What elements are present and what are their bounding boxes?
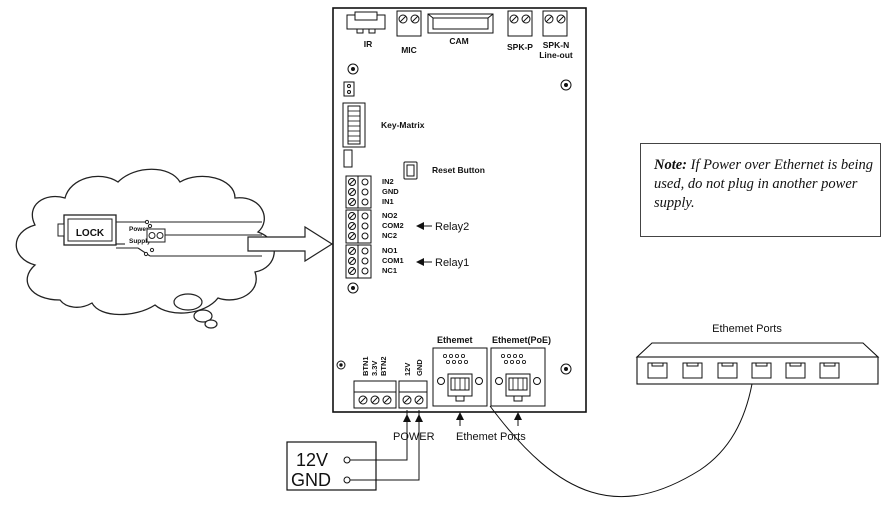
ethernet-port [432,347,488,407]
relay2-label: Relay2 [435,221,469,233]
controller-board: IR MIC CAM SPK-P SPK-N Li [332,7,587,413]
nc1-label: NC1 [382,266,397,275]
lock-cloud: LOCK Power Supply [15,168,275,329]
ir-label: IR [364,39,373,49]
ethernet-ports-annotation: Ethemet Ports [456,431,526,443]
relay1-label: Relay1 [435,257,469,269]
power-terminal [398,380,428,409]
v12-pin-label: 12V [403,363,412,376]
relay1-terminal [345,244,372,279]
switch-title: Ethemet Ports [712,323,782,335]
ethernet-poe-port [490,347,546,407]
key-matrix-label: Key-Matrix [381,120,425,130]
note-body: If Power over Ethernet is being used, do… [654,157,874,211]
input-terminal [345,175,372,209]
ethernet-label: Ethemet [437,335,473,345]
power-label: Power [129,226,149,233]
relay2-terminal [345,209,372,244]
lock-label: LOCK [76,228,105,239]
spk-p-terminal [507,10,533,37]
reset-button-part [403,161,418,180]
ethernet-switch [635,342,880,385]
key-matrix-connector [342,102,366,148]
ethernet-poe-label: Ethemet(PoE) [492,335,551,345]
line-out-label: Line-out [539,50,573,60]
no1-label: NO1 [382,246,397,255]
power-annotation: POWER [393,431,435,443]
big-arrow-icon [247,225,334,263]
ir-connector [346,11,386,34]
supply-label: Supply [129,238,151,245]
no2-label: NO2 [382,211,397,220]
nc2-label: NC2 [382,231,397,240]
cam-label: CAM [449,36,468,46]
mic-label: MIC [401,45,417,55]
in2-label: IN2 [382,177,394,186]
ethernet-cable [489,383,753,498]
spk-n-label: SPK-N [543,40,569,50]
note-text: Note: If Power over Ethernet is being us… [654,156,876,213]
btn1-label: BTN1 [361,356,370,376]
mic-terminal [396,10,422,37]
reset-button-label: Reset Button [432,165,485,175]
power-supply-box: 12V GND [286,441,377,491]
spk-p-label: SPK-P [507,42,533,52]
gnd-in-label: GND [382,187,399,196]
in1-label: IN1 [382,197,394,206]
spk-n-terminal [542,10,568,37]
supply-gnd-label: GND [291,470,331,490]
button-terminal [353,380,397,409]
gnd-pin-label: GND [415,359,424,376]
cam-connector [427,13,494,34]
note-box: Note: If Power over Ethernet is being us… [640,143,881,237]
v33-label: 3.3V [370,361,379,376]
note-bold: Note: [654,157,688,173]
btn2-label: BTN2 [379,356,388,376]
supply-12v-label: 12V [296,450,328,470]
com1-label: COM1 [382,256,404,265]
com2-label: COM2 [382,221,404,230]
